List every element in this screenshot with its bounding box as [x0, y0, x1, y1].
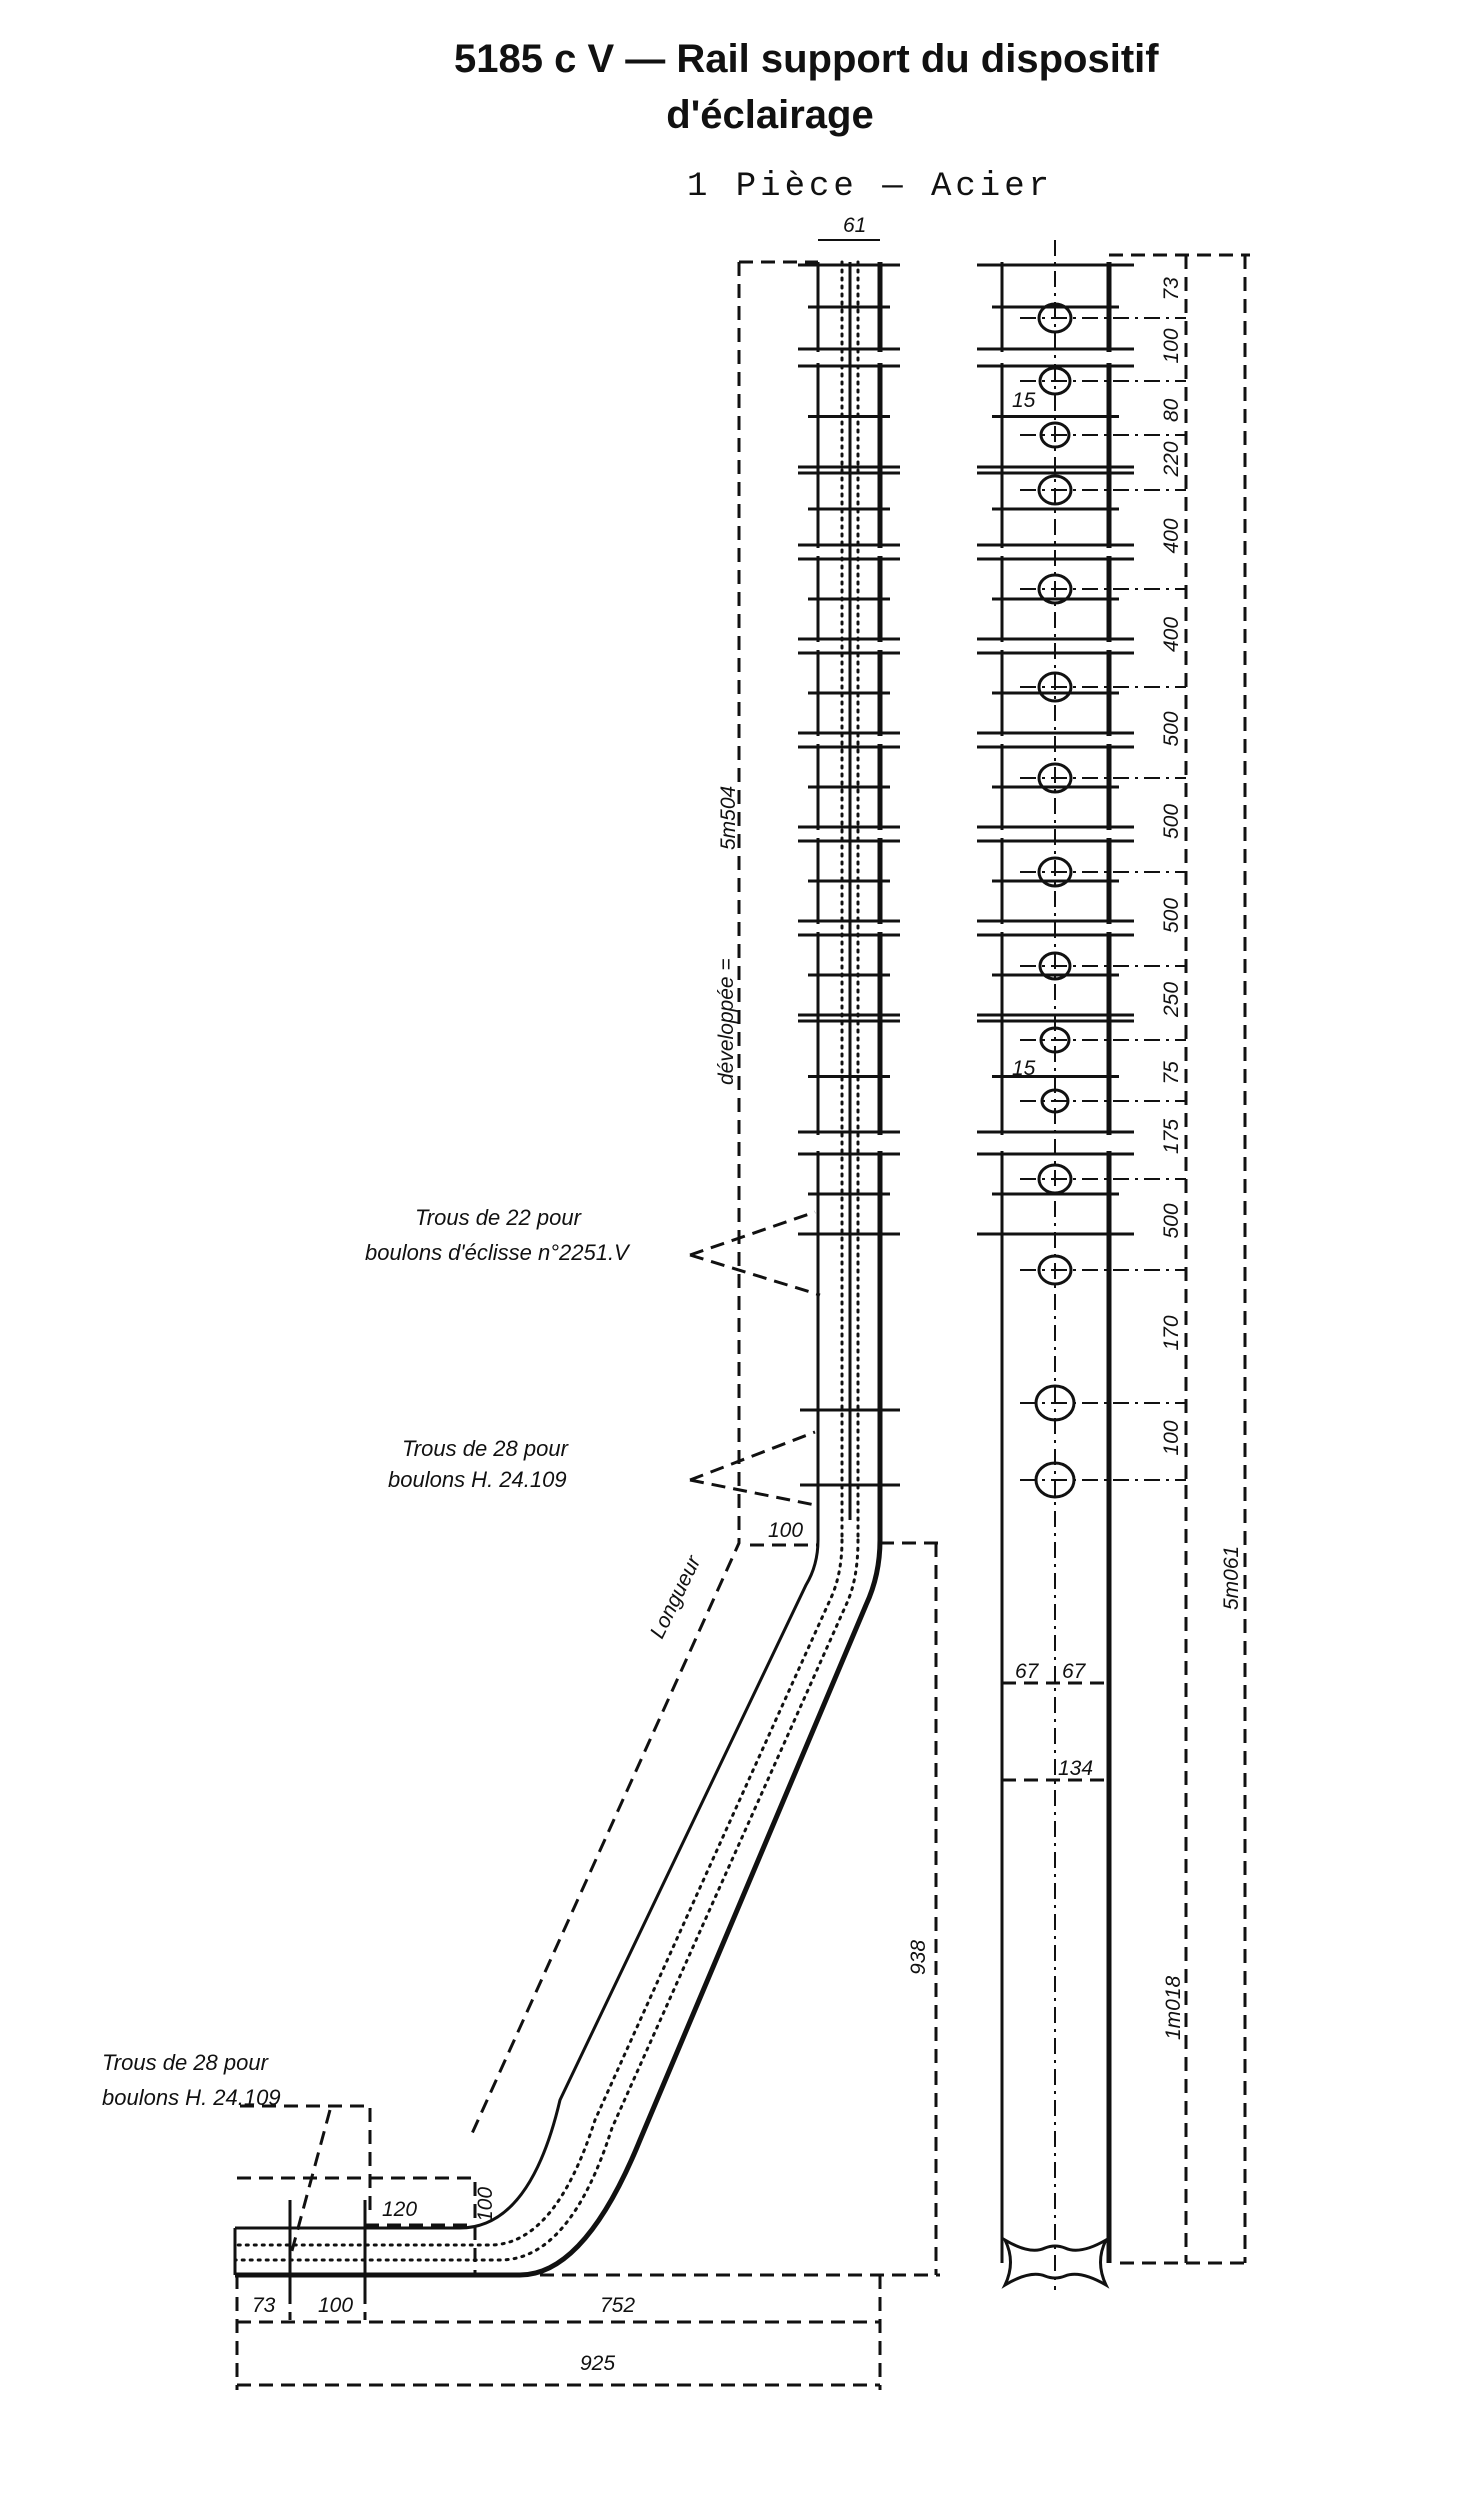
leader-holes-28	[689, 1430, 816, 1507]
note-holes-28-line-1: Trous de 28 pour	[402, 1436, 570, 1461]
dim-61: 61	[843, 214, 866, 237]
hole-spacing-label: 100	[1160, 1420, 1183, 1455]
bolt-hole	[1037, 1254, 1073, 1286]
leader-bottom-holes	[240, 2104, 372, 2259]
note-holes-22-line-1: Trous de 22 pour	[415, 1205, 583, 1230]
hole-spacing-label: 170	[1160, 1315, 1183, 1350]
right-crossbar-modules	[977, 262, 1134, 1237]
rail-outer-profile	[235, 1539, 883, 2278]
dim-134: 134	[1058, 1757, 1093, 1780]
bolt-hole	[1037, 474, 1073, 506]
note-bottom-line-1: Trous de 28 pour	[102, 2050, 270, 2075]
hole-spacing-label: 220	[1160, 441, 1183, 477]
dim-1m018: 1m018	[1162, 1975, 1185, 2040]
front-view: 73 100 80 220 400 400 500 500 500 250 75 175 500 170 1…	[977, 240, 1250, 2290]
leader-holes-22	[689, 1210, 821, 1297]
developed-label: développée =	[715, 958, 738, 1085]
subtitle: 1 Pièce — Acier	[687, 168, 1053, 206]
dimension-column	[1109, 253, 1250, 2265]
hole-spacing-label: 500	[1160, 898, 1183, 933]
hole-spacing-label: 175	[1160, 1119, 1183, 1154]
dim-5m061: 5m061	[1220, 1546, 1243, 1610]
hole-spacing-labels: 73 100 80 220 400 400 500 500 500 250 75 175 500 170 1…	[1160, 277, 1183, 1456]
side-elevation-view: 61 5m504 développée = Longueur 100 938 T…	[102, 214, 940, 2390]
hole-spacing-label: 400	[1160, 617, 1183, 652]
hole-spacing-label: 500	[1160, 804, 1183, 839]
developed-length-dimension-line	[468, 260, 818, 2139]
dimension-lines-bottom	[235, 2275, 882, 2390]
bolt-hole	[1038, 951, 1072, 981]
dim-925: 925	[580, 2352, 615, 2375]
dim-67-left: 67	[1015, 1660, 1040, 1683]
dimension-line-foot	[237, 2176, 477, 2275]
dim-100-vertical: 100	[474, 2187, 497, 2222]
bolt-hole	[1037, 1163, 1073, 1195]
note-holes-22-line-2: boulons d'éclisse n°2251.V	[365, 1240, 631, 1265]
bolt-hole	[1037, 302, 1073, 334]
hole-spacing-label: 400	[1160, 518, 1183, 553]
rail-hidden-profile	[233, 1538, 860, 2262]
bolt-hole	[1037, 671, 1073, 703]
dim-100-foot: 100	[318, 2294, 353, 2317]
dim-752: 752	[600, 2294, 635, 2317]
bolt-hole	[1039, 421, 1071, 449]
hole-spacing-label: 500	[1160, 1203, 1183, 1238]
dim-120: 120	[382, 2198, 417, 2221]
hole-spacing-label: 73	[1160, 277, 1183, 301]
bolt-hole	[1037, 573, 1073, 605]
dim-73-foot: 73	[252, 2294, 276, 2317]
title-line-2: d'éclairage	[666, 93, 873, 137]
width-dimension-lines	[1002, 1681, 1109, 1782]
rail-hidden-profile	[233, 1538, 844, 2247]
bolt-hole	[1037, 762, 1073, 794]
bolt-hole	[1038, 366, 1072, 396]
length-label: Longueur	[646, 1551, 706, 1642]
note-holes-28-line-2: boulons H. 24.109	[388, 1467, 567, 1492]
dim-15-b: 15	[1012, 1057, 1036, 1080]
bolt-holes	[1020, 302, 1186, 1499]
dim-938: 938	[907, 1940, 930, 1975]
title-line-1: 5185 c V — Rail support du dispositif	[454, 37, 1159, 81]
dimension-line-938	[540, 1541, 940, 2277]
hole-spacing-label: 100	[1160, 328, 1183, 363]
dim-5m504: 5m504	[717, 786, 740, 850]
bolt-hole	[1039, 1026, 1071, 1054]
hole-spacing-label: 75	[1160, 1061, 1183, 1085]
bolt-hole	[1037, 856, 1073, 888]
dim-67-right: 67	[1062, 1660, 1087, 1683]
rail-section-profile	[1001, 2236, 1110, 2289]
hole-spacing-label: 500	[1160, 711, 1183, 746]
hole-spacing-label: 250	[1160, 982, 1183, 1018]
dim-15-a: 15	[1012, 389, 1036, 412]
dim-100-bend: 100	[768, 1519, 803, 1542]
rail-inner-profile	[235, 1539, 820, 2230]
hole-spacing-label: 80	[1160, 398, 1183, 422]
